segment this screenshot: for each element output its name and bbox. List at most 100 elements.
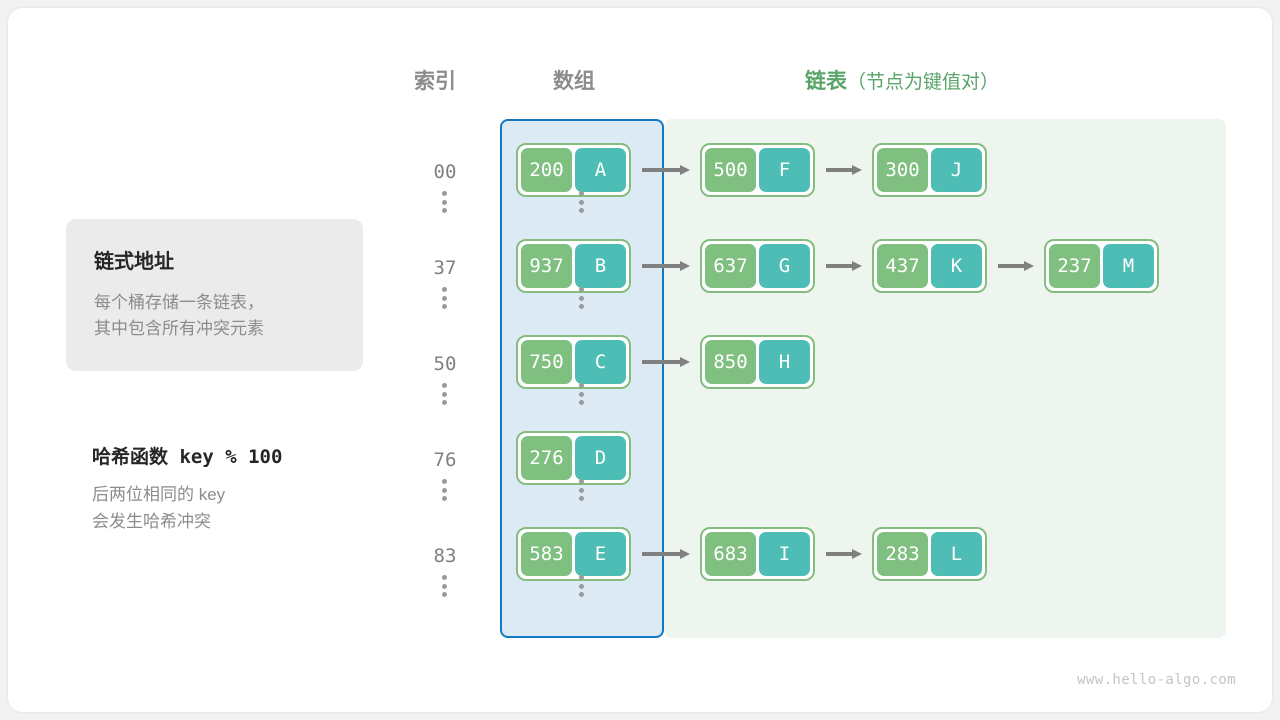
arrow-head [852,165,862,175]
header-array: 数组 [553,70,595,93]
index-label-50: 50 [433,353,457,375]
ellipsis-dot [442,304,447,309]
bucket-node-76-value: D [575,436,626,480]
chain-node-50-0-key: 850 [705,340,756,384]
chain-node-83-0-key: 683 [705,532,756,576]
chain-arrow-50-0 [642,357,690,367]
hash-line-1: 后两位相同的 key [92,485,226,504]
ellipsis-dot [442,208,447,213]
arrow-shaft [826,168,853,172]
index-ellipsis-1 [442,287,448,309]
index-label-37: 37 [433,257,457,279]
chain-node-00-1-key: 300 [877,148,928,192]
index-label-76: 76 [433,449,457,471]
arrow-shaft [642,264,681,268]
arrow-head [680,165,690,175]
index-label-00: 00 [433,161,457,183]
ellipsis-dot [579,479,584,484]
note-line-1: 每个桶存储一条链表， [94,293,264,312]
chain-node-37-2-value: M [1103,244,1154,288]
chain-node-37-1-value: K [931,244,982,288]
note-line-2: 其中包含所有冲突元素 [94,319,264,339]
bucket-node-76-key: 276 [521,436,572,480]
ellipsis-dot [442,400,447,405]
header-linked-list-sub: （节点为键值对） [847,72,1000,93]
ellipsis-dot [579,287,584,292]
chain-arrow-00-1 [826,165,862,175]
arrow-head [852,261,862,271]
ellipsis-dot [579,400,584,405]
bucket-node-00-key: 200 [521,148,572,192]
array-ellipsis-0 [579,191,585,213]
ellipsis-dot [579,496,584,501]
chain-node-37-2-key: 237 [1049,244,1100,288]
bucket-node-37-value: B [575,244,626,288]
chain-arrow-00-0 [642,165,690,175]
ellipsis-dot [442,479,447,484]
ellipsis-dot [579,391,584,397]
arrow-head [680,357,690,367]
chain-arrow-37-0 [642,261,690,271]
index-ellipsis-2 [442,383,448,405]
chain-node-37-1-key: 437 [877,244,928,288]
ellipsis-dot [579,191,584,196]
array-ellipsis-1 [579,287,585,309]
header-index: 索引 [414,70,456,93]
note-title: 链式地址 [94,251,174,273]
bucket-node-83-value: E [575,532,626,576]
arrow-shaft [826,552,853,556]
chain-node-00-0-key: 500 [705,148,756,192]
diagram-card: 索引 数组 链表（节点为键值对） 链式地址 每个桶存储一条链表， 其中包含所有冲… [8,8,1272,712]
ellipsis-dot [442,295,447,301]
ellipsis-dot [579,304,584,309]
note-body: 每个桶存储一条链表， 其中包含所有冲突元素 [94,290,363,343]
header-linked-list-main: 链表 [805,70,847,93]
ellipsis-dot [442,575,447,580]
chain-arrow-83-1 [826,549,862,559]
ellipsis-dot [442,592,447,597]
hash-function-body: 后两位相同的 key 会发生哈希冲突 [92,481,412,535]
chain-node-50-0-value: H [759,340,810,384]
index-ellipsis-3 [442,479,448,501]
bucket-node-50-key: 750 [521,340,572,384]
arrow-shaft [998,264,1025,268]
ellipsis-dot [442,496,447,501]
note-box: 链式地址 每个桶存储一条链表， 其中包含所有冲突元素 [66,219,363,371]
arrow-shaft [642,168,681,172]
hash-line-2: 会发生哈希冲突 [92,512,211,532]
ellipsis-dot [579,592,584,597]
ellipsis-dot [442,391,447,397]
hash-function-title: 哈希函数 key % 100 [92,446,283,468]
ellipsis-dot [442,199,447,205]
array-ellipsis-2 [579,383,585,405]
chain-node-00-0-value: F [759,148,810,192]
chain-node-83-1-key: 283 [877,532,928,576]
chain-arrow-37-1 [826,261,862,271]
chain-node-37-0-key: 637 [705,244,756,288]
ellipsis-dot [579,487,584,493]
bucket-node-50-value: C [575,340,626,384]
chain-node-37-0-value: G [759,244,810,288]
chain-node-83-0-value: I [759,532,810,576]
hash-function-annotation: 哈希函数 key % 100 后两位相同的 key 会发生哈希冲突 [92,442,412,535]
arrow-head [680,261,690,271]
ellipsis-dot [579,583,584,589]
bucket-node-83-key: 583 [521,532,572,576]
array-ellipsis-4 [579,575,585,597]
chain-node-83-1-value: L [931,532,982,576]
chain-arrow-83-0 [642,549,690,559]
arrow-shaft [826,264,853,268]
chain-node-00-1-value: J [931,148,982,192]
ellipsis-dot [442,191,447,196]
index-ellipsis-0 [442,191,448,213]
arrow-head [1024,261,1034,271]
ellipsis-dot [442,583,447,589]
